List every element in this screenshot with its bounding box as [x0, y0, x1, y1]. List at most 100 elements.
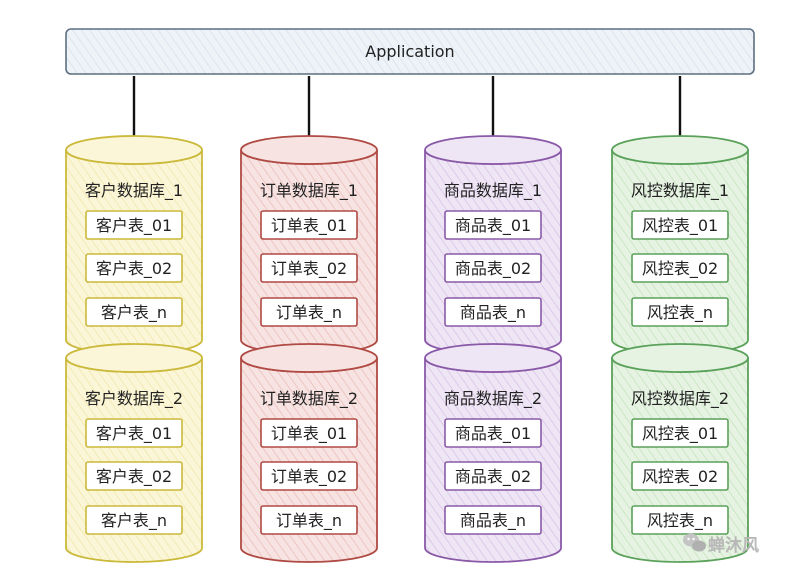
cylinder-lid — [65, 343, 203, 373]
table-box — [631, 297, 729, 327]
table-label: 风控表_n — [647, 303, 713, 323]
table-3: 客户表_n — [85, 505, 183, 535]
database-name: 商品数据库_2 — [444, 389, 542, 409]
database-order-2: 订单数据库_2 订单表_01 订单表_02 订单表_n — [240, 343, 378, 563]
table-box — [260, 418, 358, 448]
table-label: 风控表_n — [647, 511, 713, 531]
table-1: 风控表_01 — [631, 418, 729, 448]
database-name: 订单数据库_1 — [260, 181, 358, 201]
cylinder-lid — [240, 135, 378, 165]
cylinder-lid — [240, 343, 378, 373]
table-label: 商品表_n — [460, 303, 526, 323]
table-label: 商品表_02 — [455, 467, 531, 487]
table-2: 风控表_02 — [631, 253, 729, 283]
database-product-2: 商品数据库_2 商品表_01 商品表_02 商品表_n — [424, 343, 562, 563]
table-1: 商品表_01 — [444, 418, 542, 448]
table-3: 商品表_n — [444, 297, 542, 327]
table-box — [260, 253, 358, 283]
table-box — [444, 461, 542, 491]
cylinder-lid — [424, 135, 562, 165]
table-label: 客户表_01 — [96, 216, 172, 236]
wechat-icon — [683, 533, 706, 552]
table-3: 风控表_n — [631, 505, 729, 535]
table-box — [85, 418, 183, 448]
table-label: 客户表_n — [101, 303, 167, 323]
application-box — [65, 28, 755, 75]
table-box — [85, 253, 183, 283]
database-product-1: 商品数据库_1 商品表_01 商品表_02 商品表_n — [424, 135, 562, 355]
cylinder-lid — [611, 135, 749, 165]
table-2: 风控表_02 — [631, 461, 729, 491]
table-label: 客户表_02 — [96, 467, 172, 487]
database-name: 订单数据库_2 — [260, 389, 358, 409]
table-1: 订单表_01 — [260, 210, 358, 240]
table-label: 风控表_01 — [642, 216, 718, 236]
table-label: 风控表_02 — [642, 259, 718, 279]
database-order-1: 订单数据库_1 订单表_01 订单表_02 订单表_n — [240, 135, 378, 355]
databases-layer: 客户数据库_1 客户表_01 客户表_02 客户表_n 客户数据库_2 客户表_01 客户表… — [65, 135, 749, 563]
table-label: 商品表_01 — [455, 216, 531, 236]
table-label: 订单表_n — [276, 511, 342, 531]
application-label: Application — [365, 42, 454, 61]
table-box — [260, 505, 358, 535]
table-box — [85, 505, 183, 535]
table-1: 商品表_01 — [444, 210, 542, 240]
table-1: 客户表_01 — [85, 210, 183, 240]
table-box — [631, 253, 729, 283]
cylinder-lid — [611, 343, 749, 373]
table-label: 订单表_02 — [271, 467, 347, 487]
table-box — [260, 297, 358, 327]
table-3: 订单表_n — [260, 297, 358, 327]
table-3: 商品表_n — [444, 505, 542, 535]
table-label: 风控表_01 — [642, 424, 718, 444]
table-label: 风控表_02 — [642, 467, 718, 487]
database-name: 客户数据库_1 — [85, 181, 183, 201]
cylinder-lid — [424, 343, 562, 373]
table-3: 风控表_n — [631, 297, 729, 327]
database-name: 风控数据库_2 — [631, 389, 729, 409]
table-2: 客户表_02 — [85, 253, 183, 283]
arrows-layer — [129, 76, 685, 166]
table-box — [260, 461, 358, 491]
table-label: 客户表_n — [101, 511, 167, 531]
table-label: 商品表_02 — [455, 259, 531, 279]
table-box — [444, 253, 542, 283]
table-box — [444, 297, 542, 327]
database-name: 商品数据库_1 — [444, 181, 542, 201]
table-box — [631, 210, 729, 240]
database-name: 客户数据库_2 — [85, 389, 183, 409]
table-2: 订单表_02 — [260, 461, 358, 491]
table-box — [85, 210, 183, 240]
table-label: 订单表_02 — [271, 259, 347, 279]
table-box — [260, 210, 358, 240]
table-label: 商品表_n — [460, 511, 526, 531]
table-label: 订单表_n — [276, 303, 342, 323]
watermark: 蝉沐风 — [683, 533, 759, 556]
table-box — [444, 418, 542, 448]
table-2: 商品表_02 — [444, 253, 542, 283]
table-box — [444, 505, 542, 535]
table-box — [444, 210, 542, 240]
table-box — [85, 461, 183, 491]
database-customer-1: 客户数据库_1 客户表_01 客户表_02 客户表_n — [65, 135, 203, 355]
application-node: Application — [65, 28, 755, 75]
table-box — [631, 461, 729, 491]
table-label: 订单表_01 — [271, 424, 347, 444]
database-risk-2: 风控数据库_2 风控表_01 风控表_02 风控表_n — [611, 343, 749, 563]
table-1: 订单表_01 — [260, 418, 358, 448]
table-label: 客户表_01 — [96, 424, 172, 444]
table-label: 订单表_01 — [271, 216, 347, 236]
cylinder-lid — [65, 135, 203, 165]
table-2: 商品表_02 — [444, 461, 542, 491]
table-label: 客户表_02 — [96, 259, 172, 279]
table-2: 订单表_02 — [260, 253, 358, 283]
table-2: 客户表_02 — [85, 461, 183, 491]
watermark-text: 蝉沐风 — [708, 535, 759, 556]
table-box — [85, 297, 183, 327]
table-3: 订单表_n — [260, 505, 358, 535]
table-1: 风控表_01 — [631, 210, 729, 240]
table-label: 商品表_01 — [455, 424, 531, 444]
